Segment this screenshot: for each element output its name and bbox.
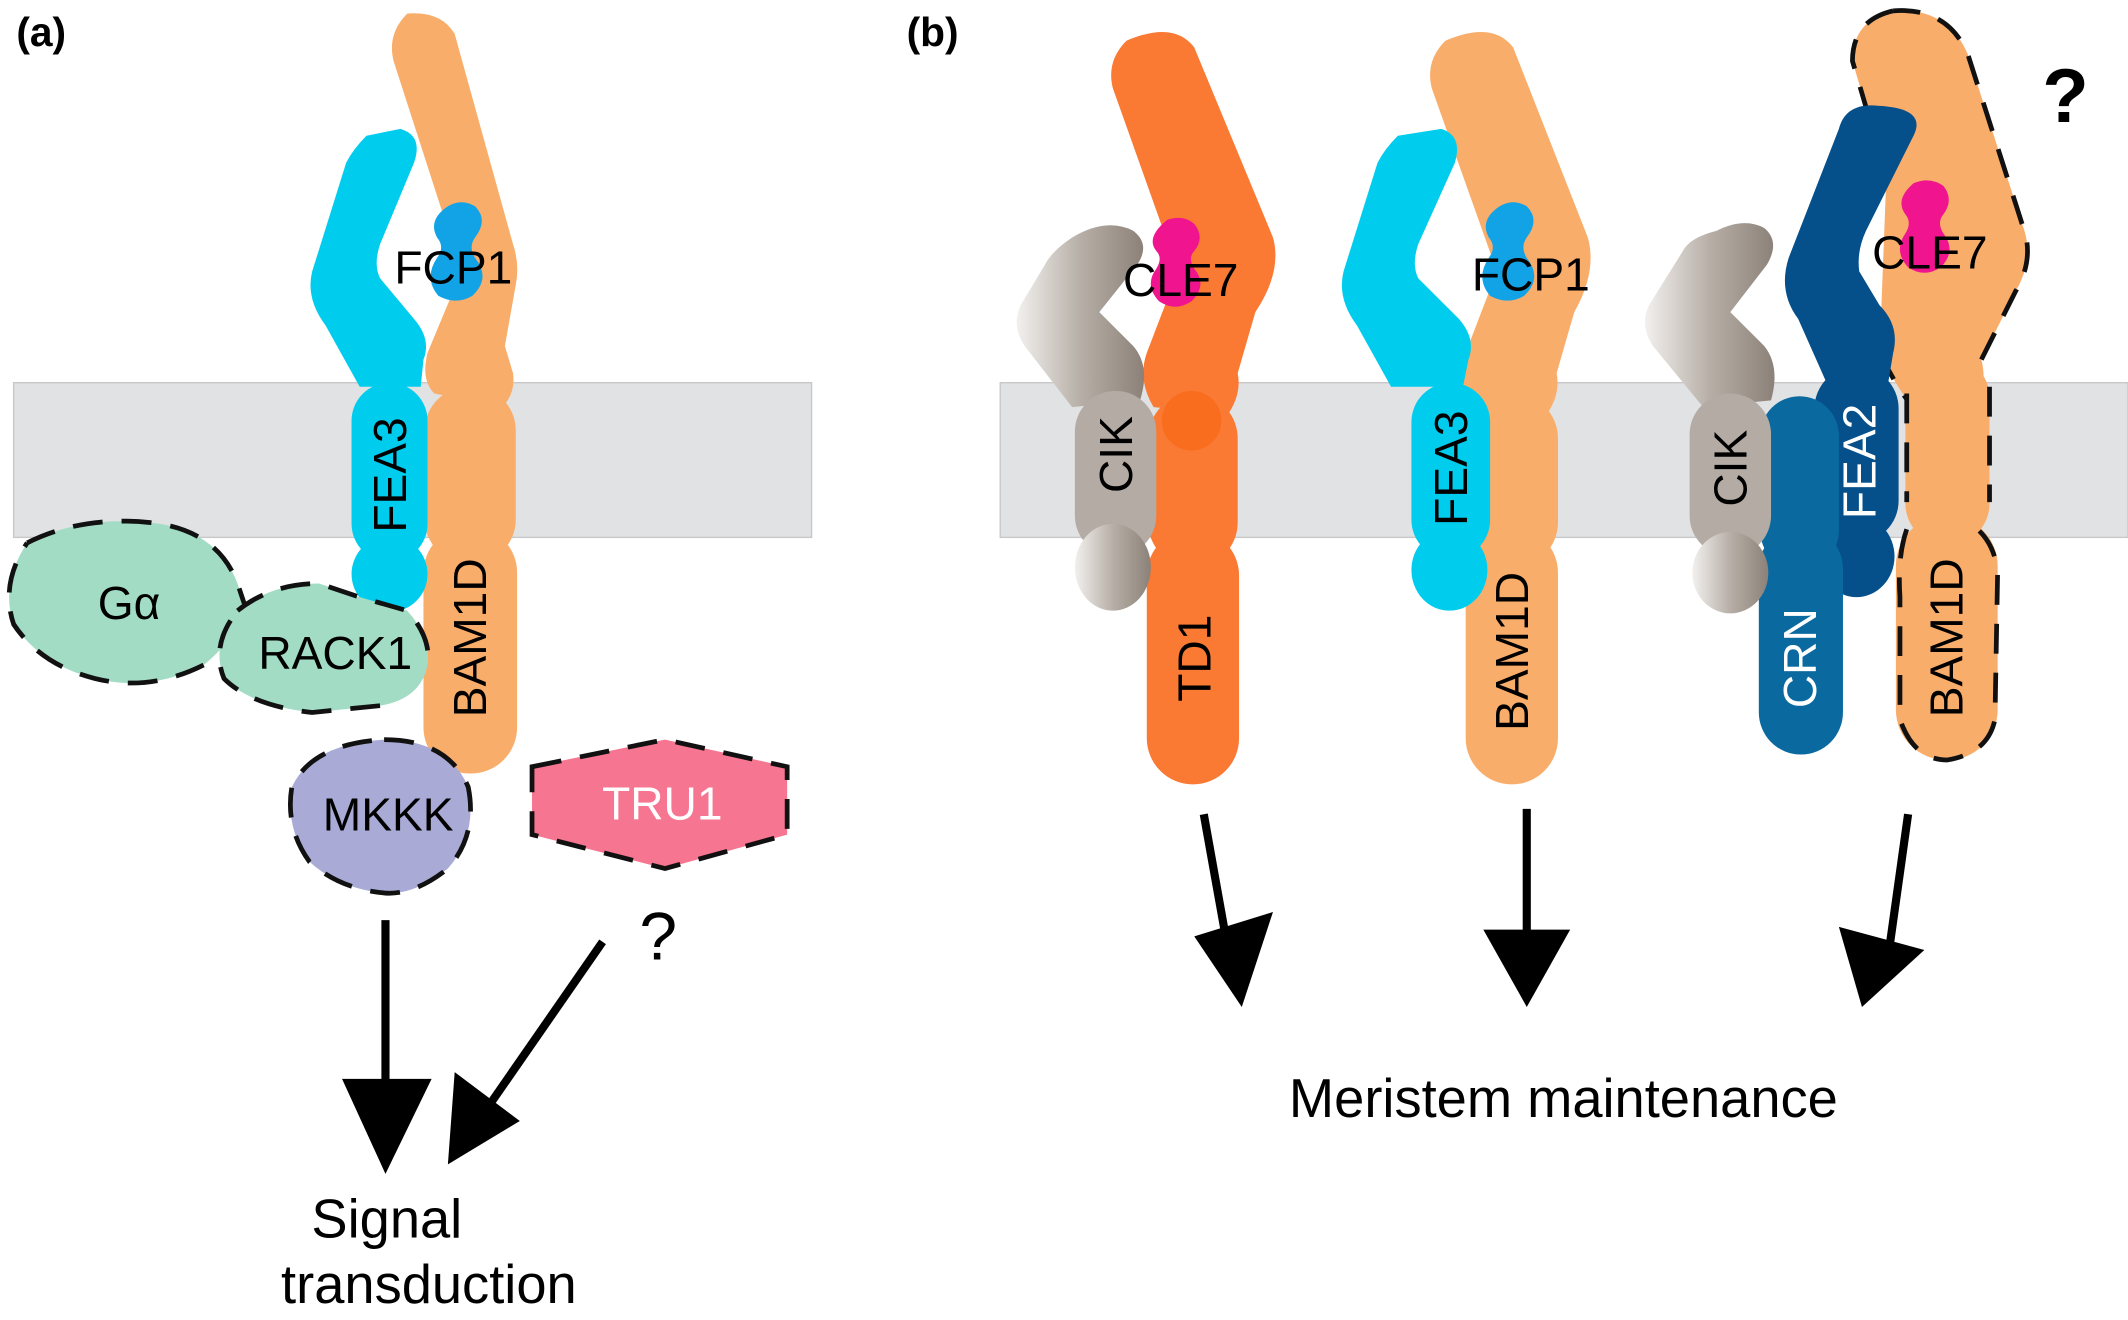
panel-a: FCP1 FEA3 BAM1D Gα RACK1 MKKK TRU1 ? Sig… [6, 13, 790, 1315]
mkkk-label: MKKK [323, 789, 454, 841]
bam1d-label: BAM1D [444, 558, 496, 717]
fea3-tm [351, 382, 428, 562]
tru1-label: TRU1 [602, 778, 722, 830]
td1-label: TD1 [1169, 615, 1221, 702]
bam1d-tm-outline [1904, 386, 1992, 503]
fcp1-ligand-b [1482, 202, 1535, 301]
cle7-ligand-1 [1150, 217, 1201, 307]
outcome-signal: Signal [311, 1189, 462, 1250]
fea3-label: FEA3 [364, 417, 416, 532]
fea2-ectodomain [1784, 105, 1917, 394]
panel-b: CLE7 CIK TD1 FCP1 FEA3 BAM1D [1016, 8, 2089, 1129]
outcome-meristem-maintenance: Meristem maintenance [1289, 1068, 1838, 1129]
tru1-outline [529, 737, 790, 871]
mkkk-protein [290, 739, 471, 894]
cik-cytoplasmic-1 [1074, 523, 1151, 611]
g-alpha-label: Gα [98, 577, 161, 629]
rack1-outline [217, 581, 431, 715]
fcp1-ligand [430, 202, 483, 301]
g-alpha-outline [6, 518, 247, 686]
complex-uncertain-mark: ? [2042, 54, 2088, 139]
fea3-label-b: FEA3 [1425, 411, 1477, 526]
fea3-ectodomain-b [1341, 128, 1471, 387]
td1-ectodomain [1111, 31, 1276, 414]
bam1d-kinase-dashed [1895, 515, 1998, 760]
crn-tm [1760, 396, 1839, 570]
mkkk-outline [287, 737, 473, 896]
outcome-transduction: transduction [281, 1254, 577, 1315]
bam1d-label-dashed: BAM1D [1920, 558, 1972, 717]
td1-kinase [1146, 529, 1240, 785]
cik-tm-1 [1074, 390, 1157, 557]
complex-cik-crn-fea2-bam1d: CLE7 CIK CRN FEA2 BAM1D ? [1644, 8, 2089, 763]
complex-cik-td1: CLE7 CIK TD1 [1016, 31, 1276, 785]
cik-tm-2 [1689, 393, 1772, 557]
bam1d-label-b: BAM1D [1486, 572, 1538, 731]
crn-kinase [1758, 526, 1843, 755]
arrow-tru1-to-signal [447, 939, 606, 1165]
fcp1-label-b: FCP1 [1472, 248, 1590, 300]
cik-label-2: CIK [1705, 430, 1757, 507]
arrow-bam1d-to-meristem [1483, 808, 1571, 1007]
crn-label: CRN [1774, 608, 1826, 708]
tru1-uncertain-mark: ? [639, 899, 677, 974]
fea3-cytoplasmic-b [1411, 529, 1488, 611]
bam1d-kinase [423, 526, 518, 774]
cle7-label-1: CLE7 [1123, 254, 1238, 306]
fea3-tm-b [1411, 382, 1491, 560]
rack1-label: RACK1 [258, 627, 412, 679]
fcp1-label: FCP1 [394, 242, 512, 294]
fea3-cytoplasmic-domain [351, 536, 428, 613]
g-alpha-protein [9, 521, 245, 684]
cik-ectodomain-2 [1644, 223, 1775, 408]
arrow-mkkk-to-signal [342, 920, 432, 1174]
bam1d-tm-b [1468, 393, 1558, 568]
cik-label-1: CIK [1090, 416, 1142, 493]
bam1d-tm-dashed [1905, 355, 1990, 546]
bam1d-kinase-b [1465, 526, 1558, 785]
complex-fea3-bam1d: FCP1 FEA3 BAM1D [1341, 31, 1591, 785]
bam1d-tm [424, 386, 516, 564]
cle7-ligand-2 [1899, 180, 1950, 273]
rack1-protein [219, 583, 429, 713]
cik-cytoplasmic-2 [1692, 531, 1769, 614]
tru1-protein [532, 739, 788, 869]
panel-label-b: (b) [907, 9, 959, 55]
arrow-td1-to-meristem [1194, 813, 1273, 1007]
td1-junction [1161, 390, 1222, 451]
fea2-label: FEA2 [1834, 404, 1886, 519]
cik-ectodomain-1 [1016, 225, 1145, 408]
fea3-ectodomain [310, 128, 427, 387]
cle7-label-2: CLE7 [1872, 227, 1987, 279]
bam1d-kinase-outline [1896, 520, 2001, 763]
panel-label-a: (a) [16, 9, 66, 55]
arrow-complex3-to-meristem [1838, 813, 1925, 1007]
